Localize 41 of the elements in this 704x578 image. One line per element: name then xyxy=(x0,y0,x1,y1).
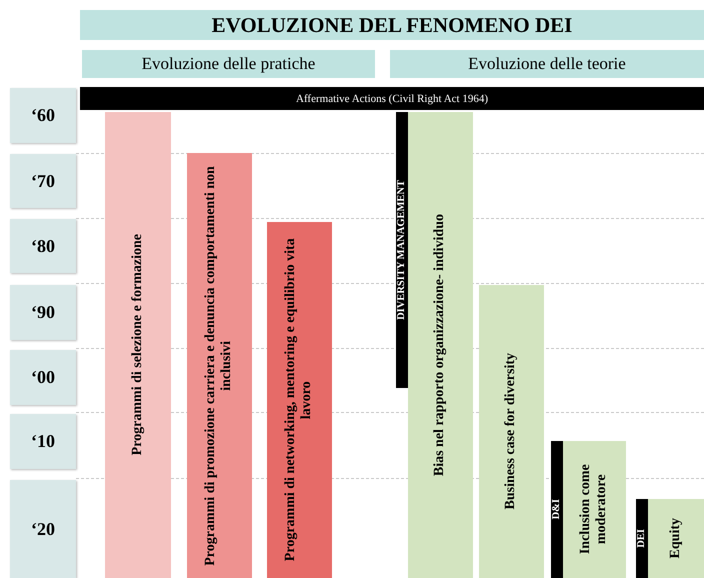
bar-label: Programmi di selezione e formazione xyxy=(130,234,146,456)
header-band xyxy=(390,50,704,78)
bar-label: Business case for diversity xyxy=(503,353,520,510)
label-strip xyxy=(636,499,648,578)
bar-label: Programmi di networking, mentoring e equilibrio vita lavoro xyxy=(283,238,316,564)
title-banner: EVOLUZIONE DEL FENOMENO DEI xyxy=(80,10,704,40)
header-label: Evoluzione delle teorie xyxy=(468,54,626,74)
decade-label: ‘60 xyxy=(31,105,55,126)
decade-box xyxy=(10,219,76,273)
strip-label: DEI xyxy=(636,529,648,548)
bar-label: Inclusion come moderatore xyxy=(578,464,610,556)
bar-label: Equity xyxy=(668,518,684,559)
header-band xyxy=(82,50,375,78)
strip-label: DIVERSITY MANAGEMENT xyxy=(396,180,408,320)
timeline-bar xyxy=(187,153,252,578)
decade-box xyxy=(10,414,76,469)
decade-box xyxy=(10,285,76,340)
timeline-band xyxy=(80,87,704,110)
label-strip xyxy=(396,112,408,388)
decade-box xyxy=(10,350,76,405)
timeline-bar xyxy=(408,112,473,578)
label-strip xyxy=(551,441,563,578)
band-label: Affermative Actions (Civil Right Act 1964) xyxy=(296,92,488,104)
bar-label: Programmi di promozione carriera e denuncia comportamenti non inclusivi xyxy=(203,164,236,568)
timeline-bar xyxy=(648,499,704,578)
strip-label: D&I xyxy=(550,499,563,520)
decade-label: ‘90 xyxy=(31,302,55,323)
timeline-bar xyxy=(563,441,626,578)
timeline-bar xyxy=(105,112,171,578)
timeline-bar xyxy=(479,285,544,578)
timeline-bar xyxy=(267,222,332,578)
decade-box xyxy=(10,480,76,578)
decade-label: ‘80 xyxy=(31,236,55,256)
decade-label: ‘20 xyxy=(31,518,55,540)
decade-label: ‘10 xyxy=(31,431,55,452)
bar-label: Bias nel rapporto organizzazione- individuo xyxy=(432,214,448,476)
decade-box xyxy=(10,154,76,208)
decade-box xyxy=(10,88,76,143)
header-label: Evoluzione delle pratiche xyxy=(142,54,316,74)
decade-label: ‘70 xyxy=(31,170,55,192)
decade-label: ‘00 xyxy=(31,367,55,388)
